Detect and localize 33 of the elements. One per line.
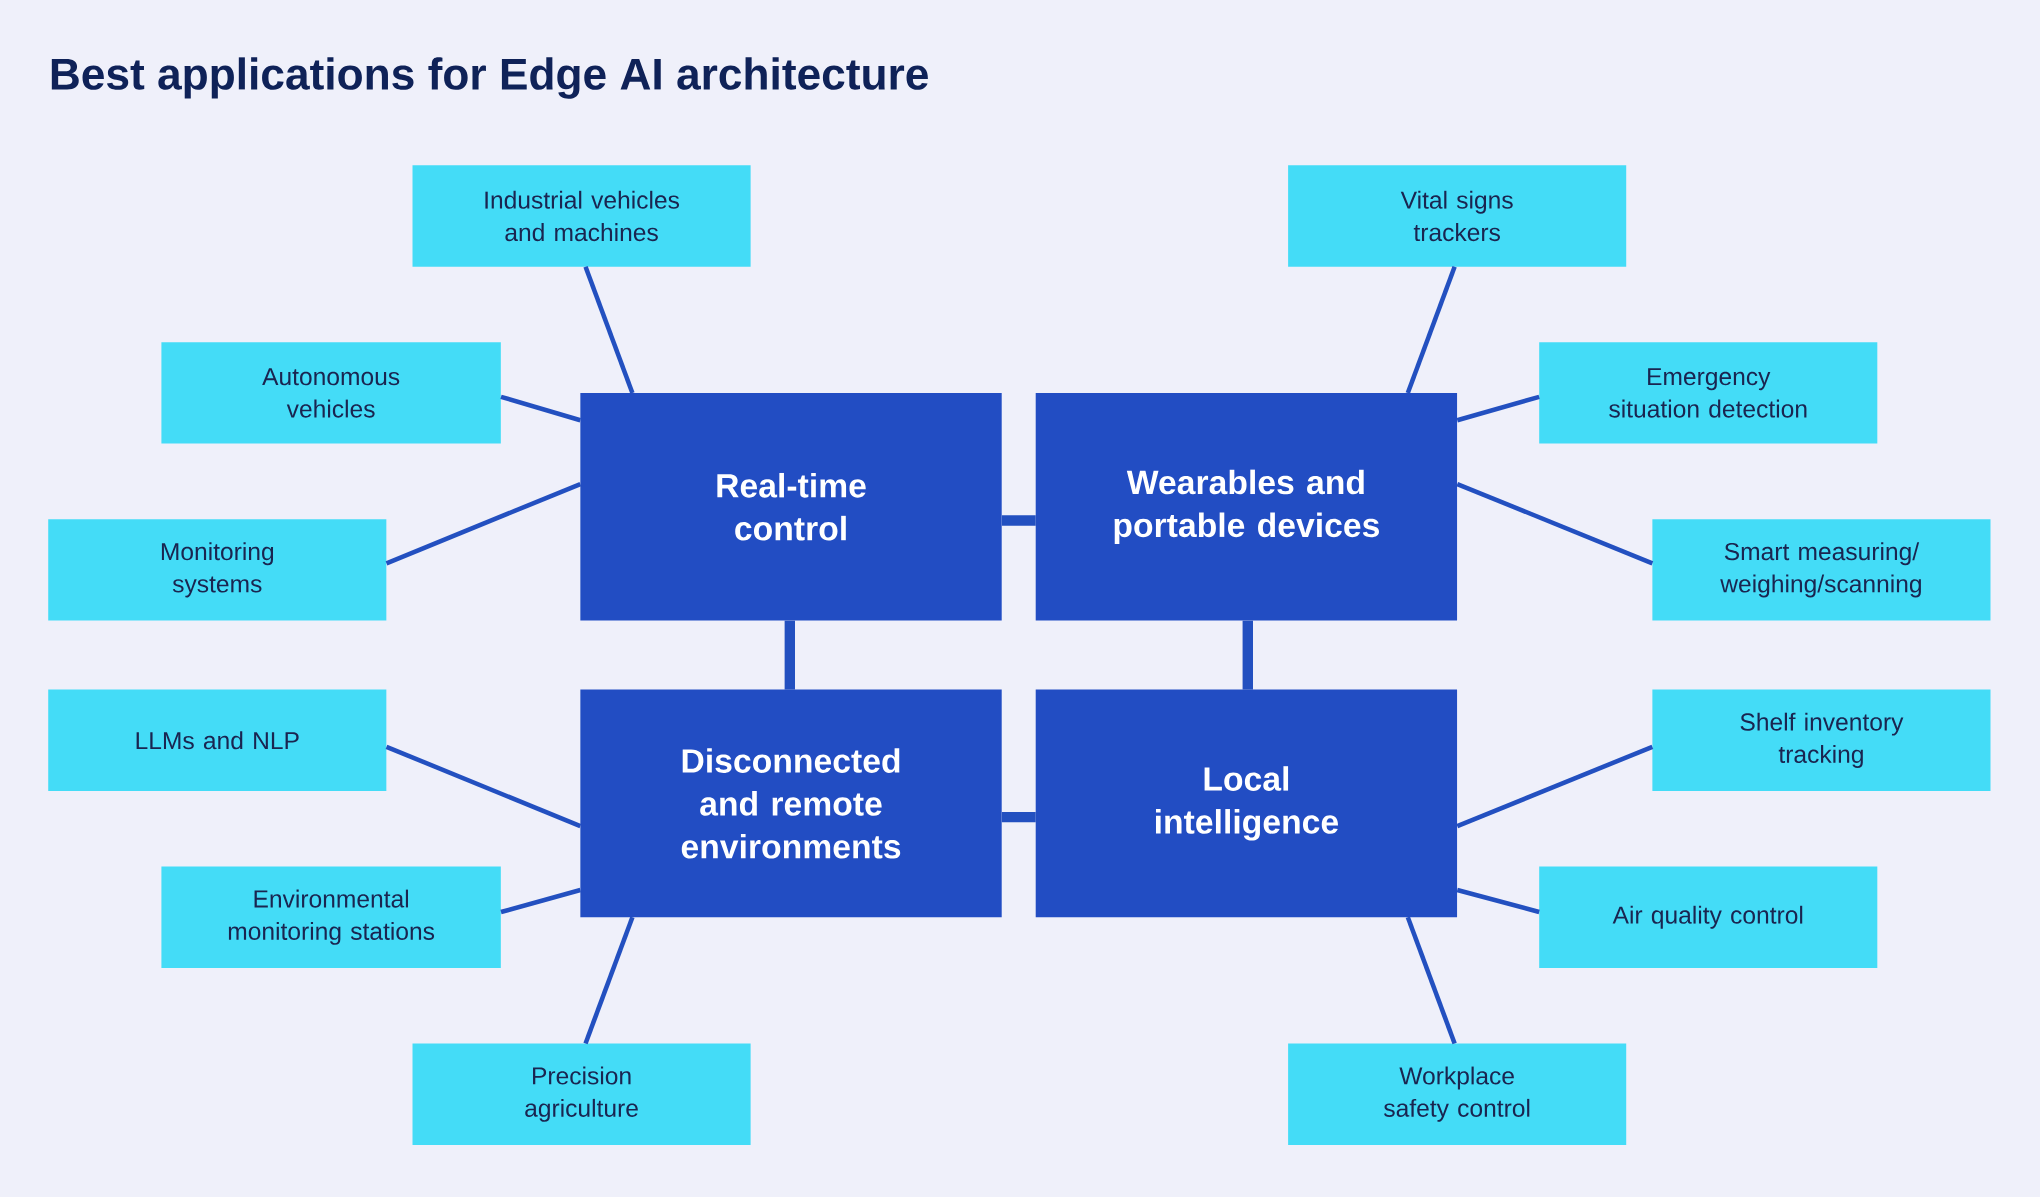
connector-line <box>1456 394 1540 423</box>
connector-line <box>1001 811 1036 823</box>
application-box: Emergency situation detection <box>1539 342 1878 444</box>
connector-line <box>583 265 635 394</box>
connector-line <box>1405 265 1457 394</box>
connector-line <box>1242 620 1253 690</box>
application-box: Industrial vehicles and machines <box>412 165 751 267</box>
connector-line <box>385 481 582 566</box>
application-box: Air quality control <box>1539 866 1878 968</box>
application-box: Workplace safety control <box>1288 1043 1627 1145</box>
connector-line <box>500 887 581 915</box>
connector-line <box>1456 481 1654 566</box>
category-box: Local intelligence <box>1035 689 1458 918</box>
application-box: Autonomous vehicles <box>161 342 501 444</box>
connector-line <box>385 744 582 829</box>
category-box: Disconnected and remote environments <box>580 689 1002 918</box>
connector-line <box>500 394 581 423</box>
title: Best applications for Edge AI architecture <box>51 57 928 99</box>
application-box: Shelf inventory tracking <box>1652 689 1991 792</box>
application-box: Vital signs trackers <box>1288 165 1627 267</box>
connector-line <box>784 620 796 690</box>
application-box: Smart measuring/ weighing/scanning <box>1652 519 1991 621</box>
application-box: LLMs and NLP <box>48 689 387 792</box>
connector-line <box>583 916 635 1045</box>
application-box: Environmental monitoring stations <box>161 866 501 968</box>
connector-line <box>1456 887 1540 915</box>
connector-line <box>1405 916 1457 1045</box>
application-box: Monitoring systems <box>48 519 387 621</box>
category-box: Real-time control <box>580 393 1002 621</box>
connector-line <box>1456 744 1654 829</box>
category-box: Wearables and portable devices <box>1035 393 1458 621</box>
connector-line <box>1001 515 1036 526</box>
application-box: Precision agriculture <box>412 1043 751 1145</box>
